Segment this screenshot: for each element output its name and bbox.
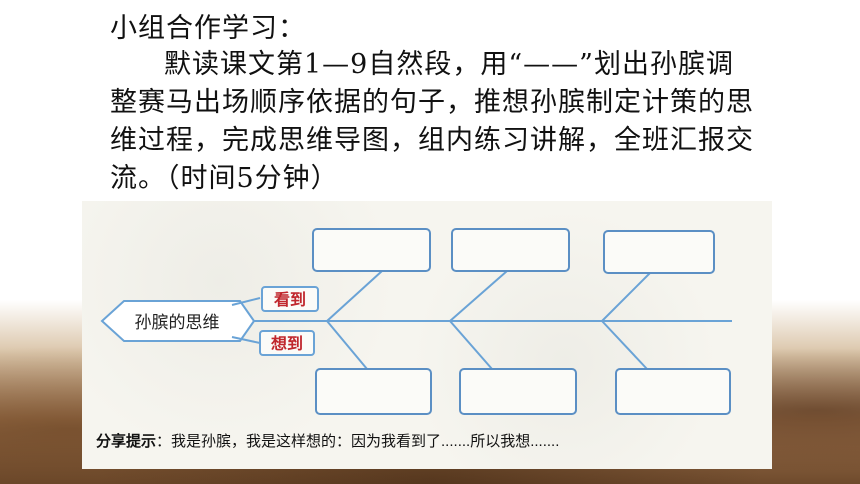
upper-tag-connector [231, 297, 261, 306]
share-tip-text: ：我是孙膑，我是这样想的：因为我看到了.......所以我想....... [156, 433, 560, 450]
instruction-paragraph: 默读课文第1—9自然段，用“——”划出孙膑调整赛马出场顺序依据的句子，推想孙膑制… [110, 49, 754, 194]
upper-rib-1 [326, 270, 383, 322]
page-title: 小组合作学习： [110, 13, 306, 44]
head-shape [100, 300, 256, 342]
fishbone-svg: 孙膑的思维 看到 想到 [100, 228, 732, 415]
upper-tag [261, 286, 319, 312]
upper-rib-2 [449, 270, 508, 322]
lower-rib-1 [326, 320, 368, 370]
share-tip: 分享提示：我是孙膑，我是这样想的：因为我看到了.......所以我想......… [96, 430, 559, 451]
lower-rib-2 [449, 320, 493, 370]
lower-rib-3 [601, 320, 648, 370]
upper-box-1 [312, 228, 431, 272]
lower-tag [259, 330, 315, 356]
share-tip-label: 分享提示 [96, 433, 157, 450]
lower-tag-label: 想到 [270, 334, 303, 353]
fishbone-diagram: 孙膑的思维 看到 想到 分享提示：我是孙膑，我是这样想的：因为我看到了.....… [82, 201, 772, 469]
lower-tag-connector [231, 336, 261, 344]
lower-box-3 [615, 368, 731, 415]
upper-tag-label: 看到 [273, 290, 306, 309]
lower-box-1 [315, 368, 432, 415]
head-label: 孙膑的思维 [135, 313, 220, 333]
upper-box-3 [603, 230, 715, 274]
upper-box-2 [451, 228, 570, 272]
upper-rib-3 [601, 270, 653, 322]
lower-box-2 [459, 368, 577, 415]
